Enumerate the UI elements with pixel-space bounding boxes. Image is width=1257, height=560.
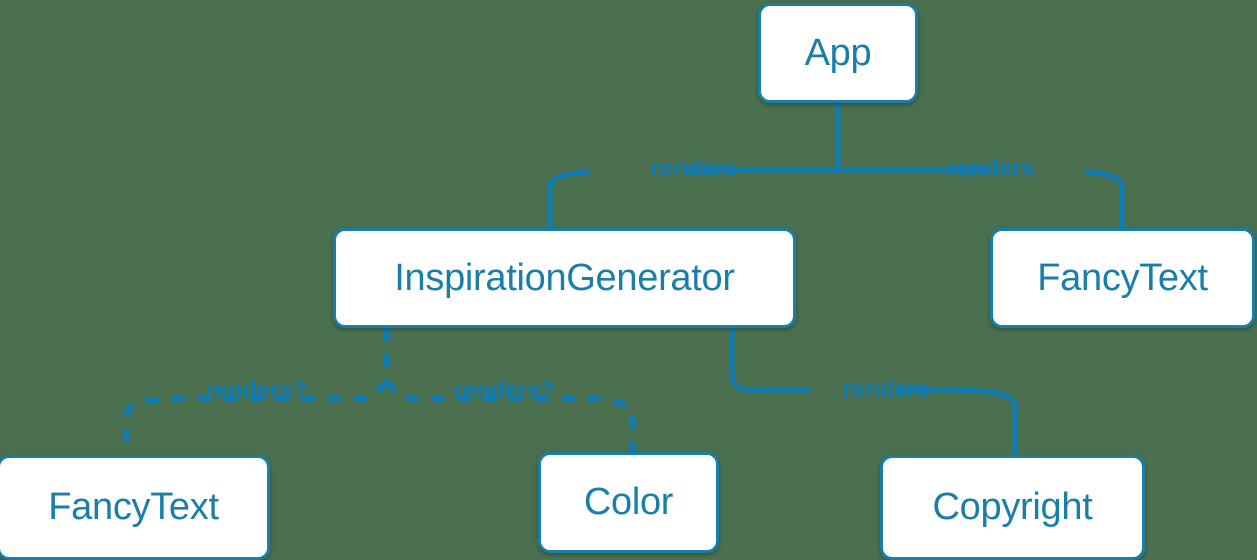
node-fancytext-right-label: FancyText <box>1037 256 1208 299</box>
node-fancytext-bottom[interactable]: FancyText <box>0 455 270 560</box>
edge-label-ig-to-copyright: renders <box>842 376 930 403</box>
node-fancytext-right[interactable]: FancyText <box>990 228 1255 328</box>
node-fancytext-bottom-label: FancyText <box>48 486 219 528</box>
node-color[interactable]: Color <box>538 452 719 553</box>
edge-label-app-to-inspiration-generator: renders <box>650 155 738 182</box>
edge-label-app-to-fancytext-right: renders <box>947 155 1035 182</box>
node-copyright[interactable]: Copyright <box>880 455 1145 560</box>
node-color-label: Color <box>583 481 674 523</box>
edge-label-ig-to-fancytext-bottom: renders? <box>205 377 307 404</box>
edge-label-ig-to-color: renders? <box>453 377 555 404</box>
node-app-label: App <box>804 31 872 74</box>
node-inspiration-generator-label: InspirationGenerator <box>394 256 735 299</box>
node-inspiration-generator[interactable]: InspirationGenerator <box>333 228 796 328</box>
node-copyright-label: Copyright <box>932 486 1093 528</box>
node-app[interactable]: App <box>758 3 918 103</box>
